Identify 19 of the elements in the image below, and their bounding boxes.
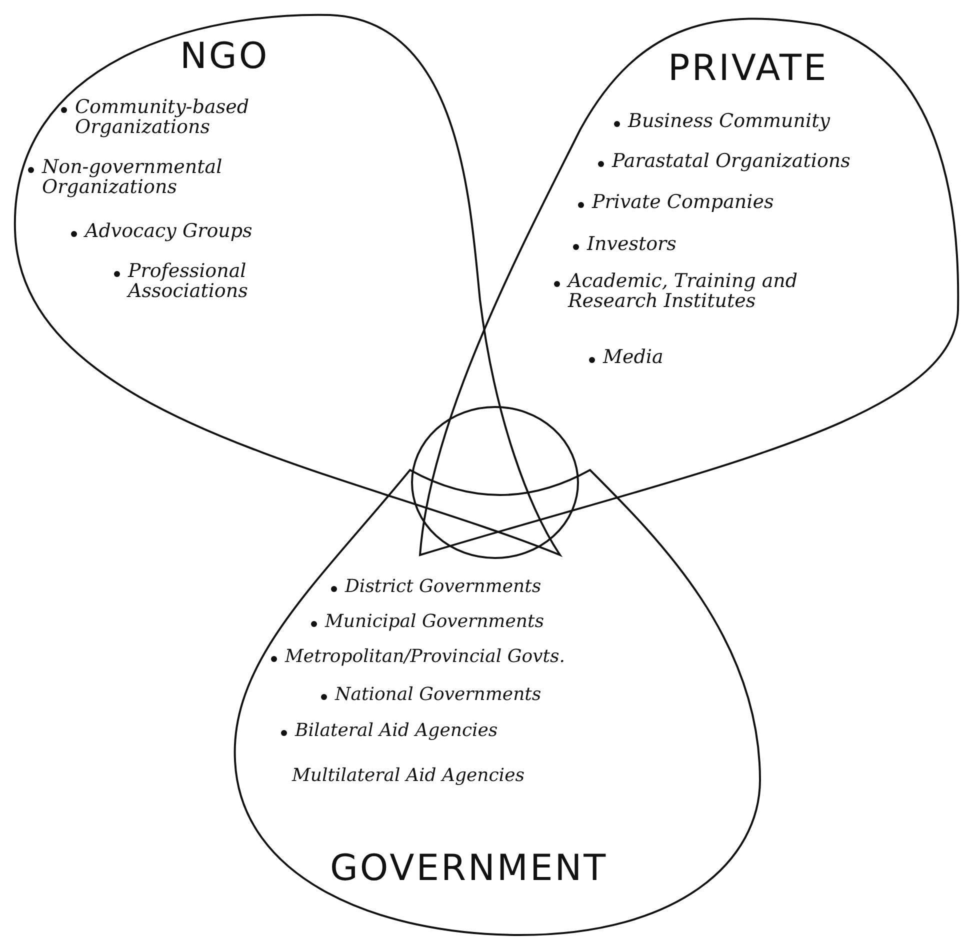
group-heading: GOVERNMENT (330, 850, 608, 888)
list-item: Metropolitan/Provincial Govts. (285, 648, 566, 667)
list-item: Non-governmental Organizations (42, 158, 224, 198)
list-item: Multilateral Aid Agencies (292, 767, 526, 786)
list-item: Business Community (628, 112, 831, 132)
list-item: Community-based Organizations (75, 98, 250, 138)
list-item: Advocacy Groups (85, 222, 254, 242)
list-item: Bilateral Aid Agencies (295, 722, 499, 741)
group-heading: NGO (180, 38, 270, 76)
list-item: Investors (587, 235, 678, 255)
list-item: Academic, Training and Research Institutes (568, 272, 798, 312)
list-item: Municipal Governments (325, 613, 545, 632)
list-item: Parastatal Organizations (612, 152, 852, 172)
list-item: Private Companies (592, 193, 775, 213)
list-item: National Governments (335, 686, 542, 705)
list-item: Media (603, 348, 664, 368)
group-heading: PRIVATE (668, 50, 828, 88)
list-item: District Governments (345, 578, 542, 597)
list-item: Professional Associations (128, 262, 249, 302)
